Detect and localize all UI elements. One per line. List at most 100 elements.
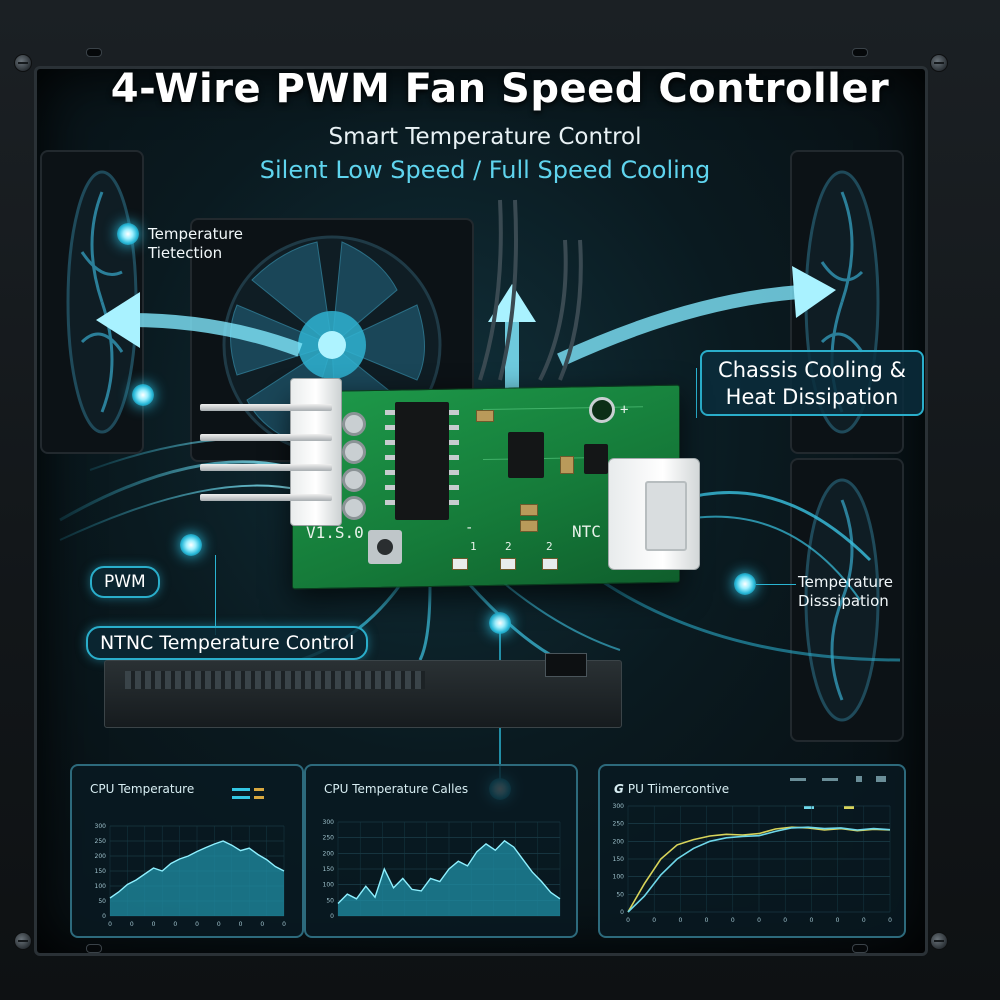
- x-tick-label: 0: [260, 921, 264, 928]
- screw-icon: [14, 54, 32, 72]
- silkscreen-1: 1: [470, 540, 477, 553]
- callout-leader-line: [756, 584, 796, 585]
- x-tick-label: 0: [108, 921, 112, 928]
- solder-pad: [342, 468, 366, 492]
- smd-led: [452, 558, 468, 570]
- window-control-icon: [876, 776, 886, 782]
- smd-resistor: [476, 410, 494, 422]
- chart-logo-icon: G: [614, 782, 624, 796]
- window-control-icon: [822, 778, 838, 781]
- left-fan: [40, 150, 144, 454]
- x-tick-label: 0: [130, 921, 134, 928]
- mounting-hole: [589, 396, 615, 424]
- ic-pin: [385, 455, 395, 460]
- screw-icon: [930, 932, 948, 950]
- y-tick-label: 200: [613, 838, 625, 845]
- y-tick-label: 300: [95, 823, 107, 830]
- connector-socket: [645, 481, 687, 551]
- ntc-connector: [608, 458, 700, 570]
- x-tick-label: 0: [731, 917, 735, 924]
- smd-resistor: [560, 456, 574, 474]
- ic-pin: [385, 425, 395, 430]
- ic-pin: [385, 410, 395, 415]
- legend-swatch: [232, 788, 250, 791]
- tact-switch-button[interactable]: [368, 530, 402, 564]
- solder-pad: [342, 440, 366, 464]
- ic-pin: [385, 485, 395, 490]
- silkscreen-2b: 2: [546, 540, 553, 553]
- controller-ic: [395, 402, 449, 520]
- callout-pwm: PWM: [90, 566, 160, 598]
- y-tick-label: 250: [613, 821, 625, 828]
- x-tick-label: 0: [783, 917, 787, 924]
- motherboard-header: [545, 653, 587, 677]
- ic-pin: [449, 440, 459, 445]
- ic-pin: [449, 425, 459, 430]
- ic-pin: [449, 410, 459, 415]
- callout-temperature-detection: Temperature Tietection: [148, 225, 268, 263]
- ic-pin: [385, 440, 395, 445]
- y-tick-label: 50: [98, 898, 106, 905]
- connector-pin: [200, 404, 332, 411]
- callout-dot-icon: [180, 534, 202, 556]
- x-tick-label: 0: [836, 917, 840, 924]
- subtitle: Smart Temperature Control: [328, 124, 642, 150]
- callout-dot-icon: [132, 384, 154, 406]
- motherboard: [104, 653, 622, 728]
- callout-dot-icon: [117, 223, 139, 245]
- chassis-slot: [86, 48, 102, 57]
- motherboard-heatsink: [125, 671, 425, 689]
- x-tick-label: 0: [809, 917, 813, 924]
- ic-pin: [449, 500, 459, 505]
- screw-icon: [14, 932, 32, 950]
- solder-pad: [342, 412, 366, 436]
- y-tick-label: 250: [323, 835, 335, 842]
- series-line: [337, 839, 561, 904]
- callout-leader-line: [215, 555, 216, 635]
- legend-swatch: [804, 806, 814, 809]
- y-tick-label: 50: [616, 891, 624, 898]
- callout-label: Temperature Tietection: [148, 225, 244, 262]
- silkscreen-2: 2: [505, 540, 512, 553]
- silkscreen-plus: +: [620, 402, 629, 418]
- page-title: 4-Wire PWM Fan Speed Controller: [110, 66, 890, 112]
- series-line: [109, 840, 285, 899]
- y-tick-label: 0: [330, 913, 334, 920]
- panel-title: CPU Temperature Calles: [324, 782, 469, 796]
- connector-pin: [200, 494, 332, 501]
- callout-dot-icon: [489, 612, 511, 634]
- x-tick-label: 0: [195, 921, 199, 928]
- x-tick-label: 0: [705, 917, 709, 924]
- window-control-icon: [790, 778, 806, 781]
- x-tick-label: 0: [888, 917, 892, 924]
- callout-line: Chassis Cooling &: [718, 358, 906, 382]
- y-tick-label: 150: [613, 856, 625, 863]
- x-tick-label: 0: [626, 917, 630, 924]
- y-tick-label: 300: [613, 803, 625, 810]
- callout-dot-icon: [734, 573, 756, 595]
- chassis-slot: [852, 944, 868, 953]
- 4-pin-fan-connector: [290, 378, 342, 526]
- x-tick-label: 0: [757, 917, 761, 924]
- series-line: [627, 826, 891, 913]
- ic-pin: [449, 455, 459, 460]
- smd-led: [542, 558, 558, 570]
- silkscreen-version: V1.S.0: [306, 523, 364, 542]
- y-tick-label: 0: [620, 909, 624, 916]
- tagline: Silent Low Speed / Full Speed Cooling: [259, 156, 711, 184]
- ic-pin: [385, 500, 395, 505]
- y-tick-label: 200: [95, 853, 107, 860]
- window-control-icon: [856, 776, 862, 782]
- x-tick-label: 0: [217, 921, 221, 928]
- y-tick-label: 0: [102, 913, 106, 920]
- x-tick-label: 0: [173, 921, 177, 928]
- panel-title-text: PU Tiimercontive: [627, 782, 730, 796]
- y-tick-label: 250: [95, 838, 107, 845]
- smd-led: [500, 558, 516, 570]
- connector-pin: [200, 434, 332, 441]
- chassis-slot: [852, 48, 868, 57]
